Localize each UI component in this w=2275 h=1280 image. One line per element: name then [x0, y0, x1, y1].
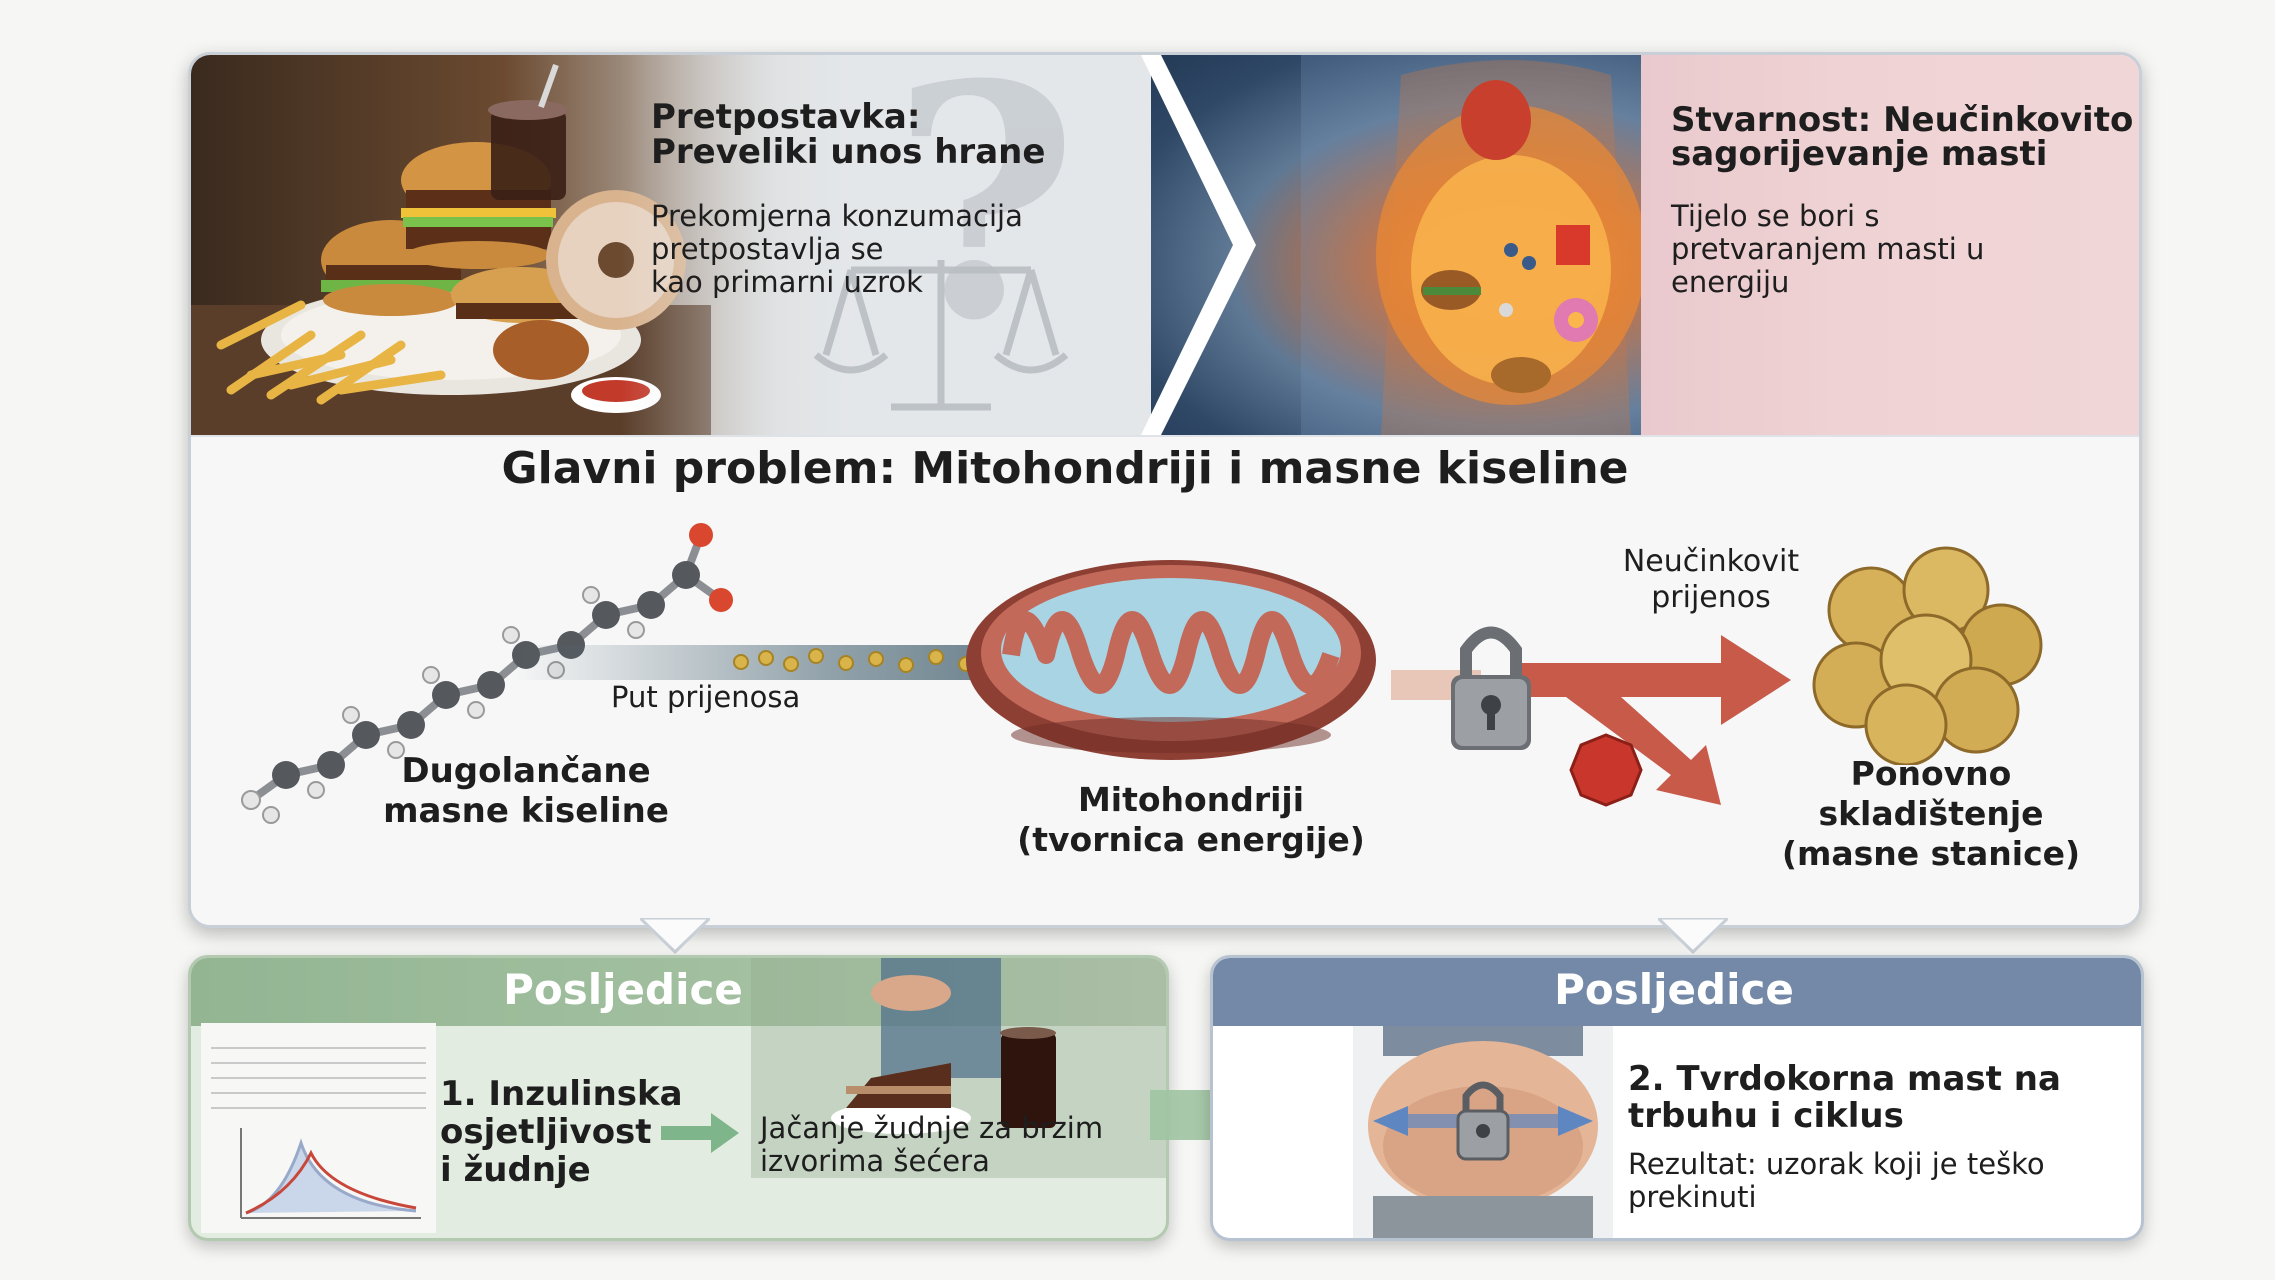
assumption-text-line2: pretpostavlja se: [651, 232, 884, 266]
fatty-acids-label-line1: Dugolančane: [401, 751, 651, 791]
consequence2-text-line1: Rezultat: uzorak koji je teško: [1628, 1147, 2045, 1181]
mitochondria-label-line1: Mitohondriji: [1077, 780, 1305, 819]
consequence-header-2: [1213, 958, 2141, 1026]
connector-notch-left-icon: [640, 918, 710, 954]
reality-text-line1: Tijelo se bori s: [1671, 199, 1880, 233]
consequence-card-2: [1210, 955, 2144, 1241]
reality-text-line2: pretvaranjem masti u: [1671, 232, 1985, 266]
reality-title-line2: sagorijevanje masti: [1671, 134, 2048, 174]
storage-label-line2: skladištenje: [1818, 794, 2044, 833]
consequence1-header-label: Posljedice: [503, 965, 743, 1014]
storage-label-line1: Ponovno: [1850, 754, 2012, 793]
consequence2-text-line2: prekinuti: [1628, 1180, 1757, 1214]
fatty-acids-label-line2: masne kiseline: [383, 791, 669, 831]
core-problem-title: Glavni problem: Mitohondriji i masne kis…: [501, 443, 1629, 494]
consequence1-text-line2: izvorima šećera: [760, 1144, 990, 1178]
connector-notch-right-icon: [1658, 918, 1728, 954]
transport-path-label: Put prijenosa: [611, 680, 801, 714]
consequence1-title-line3: i žudnje: [440, 1150, 591, 1190]
chevron-arrow-icon: [1141, 55, 1256, 435]
consequence2-title-line2: trbuhu i ciklus: [1628, 1096, 1904, 1136]
consequence-card-1: [188, 955, 1169, 1241]
lab-chart-image: [201, 1023, 436, 1233]
fat-cells-icon: [1812, 546, 2043, 765]
consequence2-header-label: Posljedice: [1554, 965, 1794, 1014]
assumption-text-line1: Prekomjerna konzumacija: [651, 199, 1023, 233]
mitochondrion-icon: [966, 560, 1376, 760]
reality-panel: [1641, 55, 2139, 435]
consequence1-text-line1: Jačanje žudnje za brzim: [760, 1111, 1104, 1145]
consequence2-title-line1: 2. Tvrdokorna mast na: [1628, 1059, 2061, 1099]
blocked-transfer-arrow-icon: [1391, 626, 1791, 807]
consequence1-title-line1: 1. Inzulinska: [440, 1074, 683, 1114]
mitochondria-label-line2: (tvornica energije): [1017, 820, 1365, 859]
belly-fat-image: [1353, 1026, 1613, 1238]
assumption-text-line3: kao primarni uzrok: [651, 265, 923, 299]
reality-text-line3: energiju: [1671, 265, 1790, 299]
consequence-header-1: [191, 958, 1166, 1026]
transfer-label-line2: prijenos: [1651, 580, 1771, 615]
reality-title-line1: Stvarnost: Neučinkovito: [1671, 100, 2134, 140]
assumption-title-line1: Pretpostavka:: [651, 97, 921, 137]
consequence1-title-line2: osjetljivost: [440, 1112, 652, 1152]
transfer-label-line1: Neučinkovit: [1622, 544, 1800, 579]
assumption-title-line2: Preveliki unos hrane: [651, 132, 1046, 172]
main-infographic-card: ?: [188, 52, 2142, 928]
dessert-image: [751, 958, 1166, 1178]
right-arrow-icon: [661, 1113, 739, 1153]
storage-label-line3: (masne stanice): [1781, 834, 2081, 873]
